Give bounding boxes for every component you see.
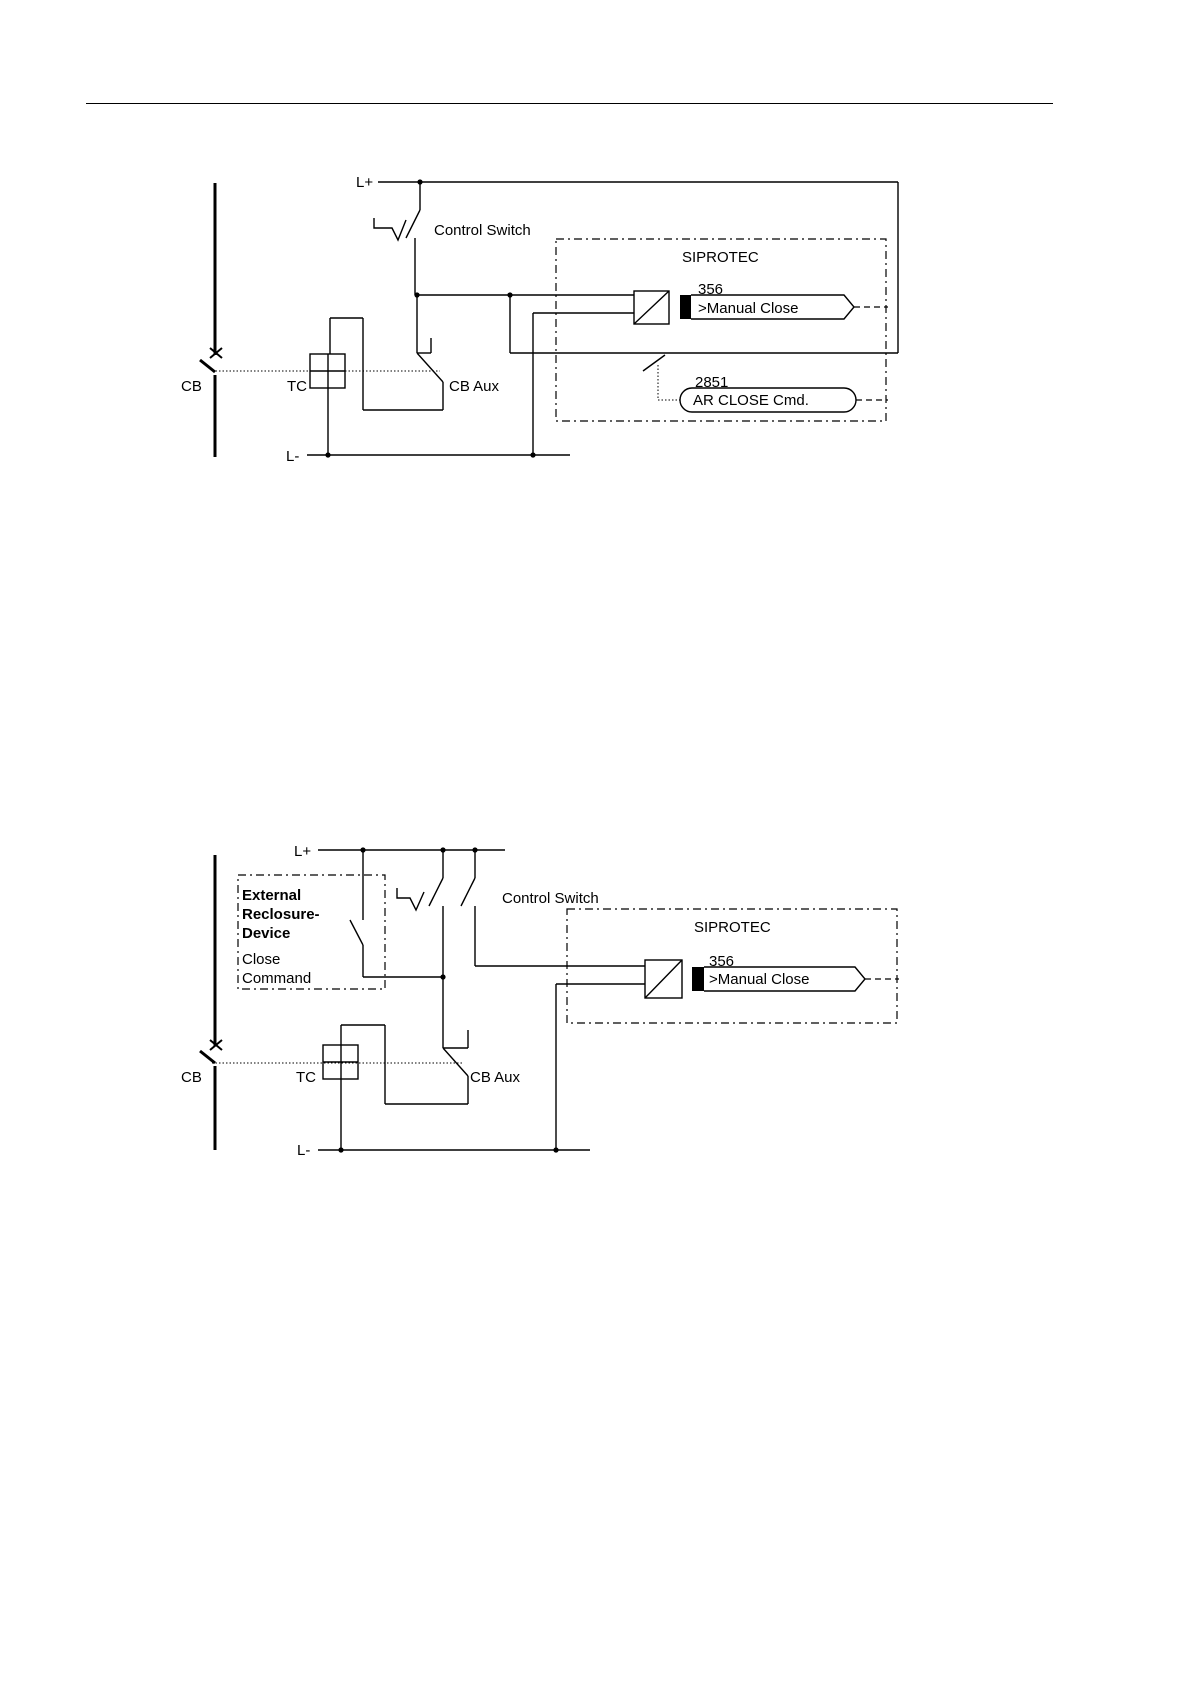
tc-label: TC [296, 1069, 316, 1086]
input-signal-label: >Manual Close [709, 971, 809, 988]
control-switch-symbol [374, 182, 420, 295]
cb-label: CB [181, 378, 202, 395]
diagram-2-external-reclosure: L+ Control Switch SIPROTEC 356 >Manual C… [0, 830, 1190, 1160]
output-number-label: 2851 [695, 374, 728, 391]
siprotec-label: SIPROTEC [694, 919, 771, 936]
external-device-label-1: External [242, 887, 301, 904]
external-reclosure-contact [350, 850, 443, 977]
input-signal-label: >Manual Close [698, 300, 798, 317]
trip-coil-symbol [310, 318, 443, 455]
tc-label: TC [287, 378, 307, 395]
cb-aux-contact-symbol [443, 1025, 468, 1076]
l-plus-label: L+ [294, 843, 311, 860]
cb-label: CB [181, 1069, 202, 1086]
circuit-breaker-symbol [200, 183, 222, 457]
diagram-1-manual-close-with-ar: L+ Control Switch SIPROTEC 356 >Manual C… [0, 160, 1190, 480]
external-device-label-2: Reclosure- [242, 906, 320, 923]
l-minus-label: L- [286, 448, 299, 465]
control-switch-label: Control Switch [502, 890, 599, 907]
input-number-label: 356 [698, 281, 723, 298]
output-signal-label: AR CLOSE Cmd. [693, 392, 809, 409]
close-command-label-2: Command [242, 970, 311, 987]
external-device-label-3: Device [242, 925, 290, 942]
close-command-label-1: Close [242, 951, 280, 968]
cb-aux-contact-symbol [417, 295, 443, 382]
l-minus-label: L- [297, 1142, 310, 1159]
control-switch-symbol [397, 850, 645, 1025]
trip-coil-symbol [323, 1025, 468, 1150]
input-number-label: 356 [709, 953, 734, 970]
control-switch-label: Control Switch [434, 222, 531, 239]
cb-aux-label: CB Aux [449, 378, 500, 395]
l-plus-label: L+ [356, 174, 373, 191]
cb-aux-label: CB Aux [470, 1069, 521, 1086]
siprotec-label: SIPROTEC [682, 249, 759, 266]
circuit-breaker-symbol [200, 855, 222, 1150]
header-rule [86, 103, 1053, 104]
